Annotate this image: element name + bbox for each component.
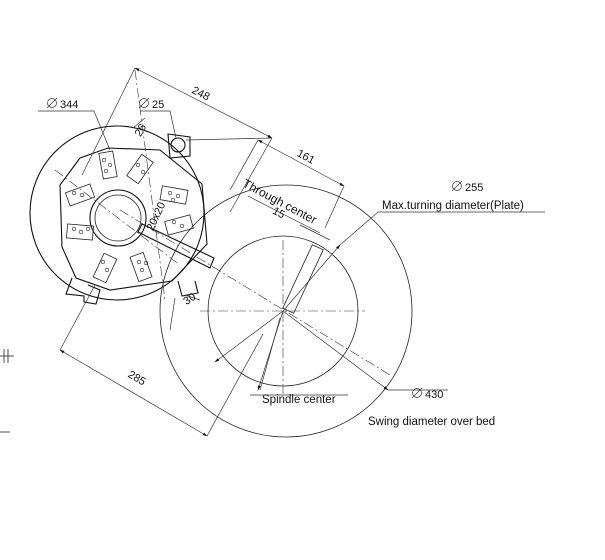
max-turning-label: Max.turning diameter(Plate) (382, 200, 524, 212)
diameter-icon (138, 97, 150, 109)
dim-text-25: 25 (152, 99, 164, 111)
diameter-icon (451, 180, 463, 192)
diameter-icon (411, 387, 423, 399)
dim-text-248: 248 (190, 84, 212, 103)
spindle-center-label: Spindle center (262, 394, 336, 406)
swing-diameter-label: Swing diameter over bed (368, 416, 495, 428)
diameter-icon (46, 97, 58, 109)
left-edge-fragment (0, 349, 14, 433)
dim-text-15: 15 (270, 205, 286, 221)
dim-text-161: 161 (295, 148, 317, 167)
tool-size-label: 20x20 (145, 200, 169, 232)
dimension-lines (38, 67, 545, 437)
dim-text-26: 26 (133, 122, 150, 139)
center-lines (54, 69, 391, 395)
turret-body (59, 133, 215, 305)
dim-text-30: 30 (181, 291, 198, 308)
diameter-430-label: 430 (411, 387, 443, 401)
diameter-25-label: 25 (138, 97, 164, 111)
dim-text-285: 285 (126, 369, 148, 389)
dim-text-344: 344 (60, 99, 78, 111)
diameter-255-label: 255 (451, 180, 483, 194)
dim-text-430: 430 (425, 389, 443, 401)
diameter-344-label: 344 (46, 97, 78, 111)
dim-text-255: 255 (465, 182, 483, 194)
